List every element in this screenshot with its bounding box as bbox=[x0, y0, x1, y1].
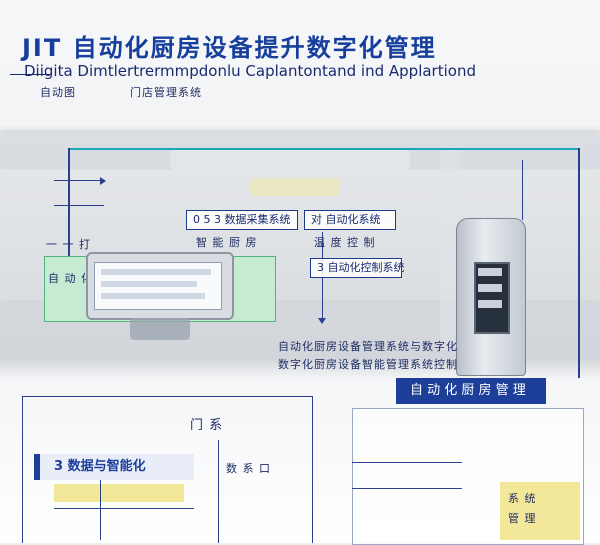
bottom-left-h bbox=[54, 508, 194, 509]
tag-automation-system: 对 自动化系统 bbox=[304, 210, 396, 230]
left-side-label-a: 一 一 打 bbox=[46, 238, 91, 251]
bottom-right-h1 bbox=[352, 462, 462, 463]
kiosk-button bbox=[478, 268, 502, 276]
tag-control-system: 3 自动化控制系统 bbox=[310, 258, 405, 278]
arrow-right-left bbox=[100, 177, 106, 185]
monitor-stand bbox=[130, 318, 190, 340]
backdrop-post bbox=[440, 150, 460, 350]
kiosk-button bbox=[478, 284, 502, 292]
bottom-mid-v bbox=[218, 440, 219, 543]
connector-left-v bbox=[68, 148, 70, 268]
screen-row bbox=[101, 281, 197, 287]
bottom-right-label-b: 管 理 bbox=[508, 512, 537, 525]
bottom-yellow-bar bbox=[54, 484, 184, 502]
bottom-right-h2 bbox=[352, 488, 462, 489]
screen-row bbox=[101, 293, 205, 299]
sub-note-right: 门店管理系统 bbox=[130, 86, 202, 99]
bottom-right-yellow bbox=[500, 482, 580, 540]
subtitle-dash bbox=[10, 74, 50, 75]
bottom-left-frame-right bbox=[312, 396, 313, 543]
connector-left-h1 bbox=[54, 180, 104, 181]
connector-top bbox=[68, 148, 578, 150]
kiosk-label-strip: 自 动 化 厨 房 管 理 bbox=[396, 378, 546, 404]
backdrop-shelf bbox=[170, 150, 410, 170]
left-side-label-b: 自 动 化 bbox=[48, 272, 93, 285]
mid-label-a: 智 能 厨 房 bbox=[196, 236, 258, 249]
bottom-left-frame-left bbox=[22, 396, 23, 543]
bottom-left-frame-top bbox=[22, 396, 312, 397]
connector-right-v bbox=[578, 148, 580, 378]
backdrop-sign bbox=[250, 178, 340, 196]
bottom-left-v bbox=[100, 480, 101, 540]
connector-left-h2 bbox=[54, 205, 104, 206]
page-title: JIT 自动化厨房设备提升数字化管理 bbox=[22, 34, 437, 62]
kiosk-button bbox=[478, 300, 502, 308]
sub-note-left: 自动图 bbox=[40, 86, 76, 99]
notes-line-a: 自动化厨房设备管理系统与数字化 bbox=[278, 340, 458, 353]
screen-row bbox=[101, 269, 211, 275]
arrow-down-mid bbox=[318, 318, 326, 324]
bottom-mid-label-a: 门 系 bbox=[190, 418, 224, 433]
bottom-mid-label-b: 数 系 口 bbox=[226, 462, 271, 475]
mid-label-b: 温 度 控 制 bbox=[314, 236, 376, 249]
monitor-screen bbox=[94, 262, 222, 310]
bottom-left-strip: 3 数据与智能化 bbox=[34, 454, 194, 480]
bottom-right-label-a: 系 统 bbox=[508, 492, 537, 505]
connector-kiosk-v bbox=[522, 160, 523, 220]
notes-line-b: 数字化厨房设备智能管理系统控制 bbox=[278, 358, 458, 371]
page-subtitle: Diigita Dimtlertrermmpdonlu Caplantontan… bbox=[24, 62, 476, 80]
tag-data-system: 0 5 3 数据采集系统 bbox=[186, 210, 298, 230]
